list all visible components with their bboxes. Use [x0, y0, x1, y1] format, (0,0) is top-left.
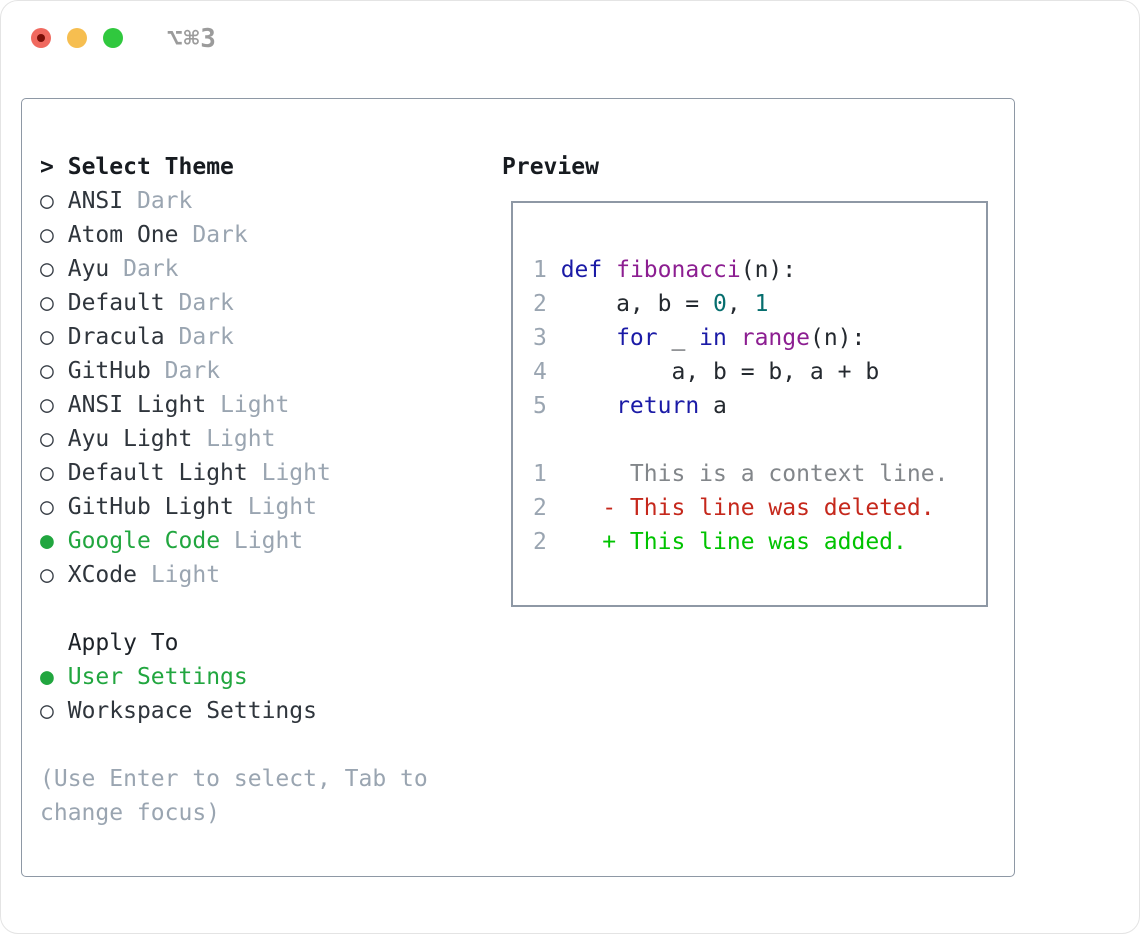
theme-picker-panel: > Select Theme ○ ANSI Dark ○ Atom One Da…	[21, 98, 1015, 877]
radio-marker-icon: ●	[40, 528, 54, 554]
theme-option[interactable]: ○ Atom One Dark	[40, 218, 480, 252]
theme-option-name: GitHub Light	[67, 494, 234, 520]
theme-option-name: Google Code	[67, 528, 221, 554]
theme-option[interactable]: ○ Dracula Dark	[40, 320, 480, 354]
apply-to-option[interactable]: ● User Settings	[40, 660, 480, 694]
theme-option-variant: Light	[220, 392, 290, 418]
theme-option-variant: Dark	[123, 256, 179, 282]
theme-option-variant: Light	[206, 426, 276, 452]
titlebar: ⌥⌘3	[1, 1, 1139, 75]
diff-line-added: 2 + This line was added.	[533, 529, 907, 555]
close-dot-icon	[37, 34, 45, 42]
theme-option[interactable]: ○ Default Dark	[40, 286, 480, 320]
theme-option[interactable]: ○ Default Light Light	[40, 456, 480, 490]
theme-option-variant: Dark	[136, 188, 193, 214]
apply-to-option[interactable]: ○ Workspace Settings	[40, 694, 480, 728]
theme-option-name: Ayu Light	[67, 426, 193, 452]
theme-option[interactable]: ● Google Code Light	[40, 524, 480, 558]
close-button[interactable]	[31, 28, 51, 48]
theme-option[interactable]: ○ ANSI Light Light	[40, 388, 480, 422]
hint-text: (Use Enter to select, Tab to change focu…	[40, 766, 442, 826]
apply-to-list: ● User Settings ○ Workspace Settings	[40, 660, 480, 728]
theme-option[interactable]: ○ ANSI Dark	[40, 184, 480, 218]
radio-marker-icon: ○	[40, 562, 54, 588]
code-line: 5 return a	[533, 393, 727, 419]
radio-marker-icon: ○	[40, 324, 54, 350]
zoom-button[interactable]	[103, 28, 123, 48]
radio-marker-icon: ●	[40, 664, 54, 690]
theme-option-variant: Light	[233, 528, 304, 554]
theme-option-name: Atom One	[67, 222, 179, 248]
theme-option-name: Default	[67, 290, 165, 316]
radio-marker-icon: ○	[40, 494, 54, 520]
theme-option-variant: Dark	[192, 222, 248, 248]
theme-option-name: XCode	[67, 562, 137, 588]
theme-option-name: ANSI Light	[67, 392, 207, 418]
theme-option-variant: Dark	[178, 324, 234, 350]
diff-sample: 1 This is a context line. 2 - This line w…	[533, 457, 986, 559]
code-line: 3 for _ in range(n):	[533, 325, 866, 351]
theme-option-name: Default Light	[67, 460, 248, 486]
theme-option[interactable]: ○ GitHub Light Light	[40, 490, 480, 524]
theme-option[interactable]: ○ Ayu Light Light	[40, 422, 480, 456]
radio-marker-icon: ○	[40, 392, 54, 418]
radio-marker-icon: ○	[40, 188, 54, 214]
theme-option-name: GitHub	[67, 358, 151, 384]
spacer	[40, 592, 480, 626]
apply-to-option-name: User Settings	[67, 664, 248, 690]
theme-option-name: ANSI	[67, 188, 124, 214]
theme-option[interactable]: ○ Ayu Dark	[40, 252, 480, 286]
radio-marker-icon: ○	[40, 460, 54, 486]
theme-list: ○ ANSI Dark ○ Atom One Dark ○ Ayu Dark ○…	[40, 184, 480, 592]
radio-marker-icon: ○	[40, 426, 54, 452]
theme-option-variant: Light	[261, 460, 331, 486]
theme-option-variant: Dark	[164, 358, 221, 384]
code-line: 2 a, b = 0, 1	[533, 291, 769, 317]
theme-option-variant: Light	[247, 494, 317, 520]
spacer	[40, 728, 480, 762]
radio-marker-icon: ○	[40, 698, 54, 724]
preview-header: Preview	[502, 154, 599, 180]
window-title: ⌥⌘3	[167, 24, 217, 54]
theme-option-name: Dracula	[67, 324, 165, 350]
code-line: 4 a, b = b, a + b	[533, 359, 880, 385]
theme-option-name: Ayu	[67, 256, 110, 282]
focus-caret-icon: >	[40, 154, 54, 180]
radio-marker-icon: ○	[40, 256, 54, 282]
radio-marker-icon: ○	[40, 358, 54, 384]
apply-to-option-name: Workspace Settings	[67, 698, 317, 724]
diff-line-context: 1 This is a context line.	[533, 461, 949, 487]
select-theme-header-label: Select Theme	[67, 154, 234, 180]
select-theme-header: > Select Theme	[40, 150, 480, 184]
theme-option[interactable]: ○ XCode Light	[40, 558, 480, 592]
diff-line-deleted: 2 - This line was deleted.	[533, 495, 935, 521]
theme-option-variant: Dark	[178, 290, 234, 316]
spacer	[533, 423, 986, 457]
radio-marker-icon: ○	[40, 290, 54, 316]
minimize-button[interactable]	[67, 28, 87, 48]
theme-option[interactable]: ○ GitHub Dark	[40, 354, 480, 388]
theme-option-variant: Light	[150, 562, 221, 588]
apply-to-header: Apply To	[67, 630, 179, 656]
radio-marker-icon: ○	[40, 222, 54, 248]
theme-selector-column: > Select Theme ○ ANSI Dark ○ Atom One Da…	[40, 150, 480, 830]
